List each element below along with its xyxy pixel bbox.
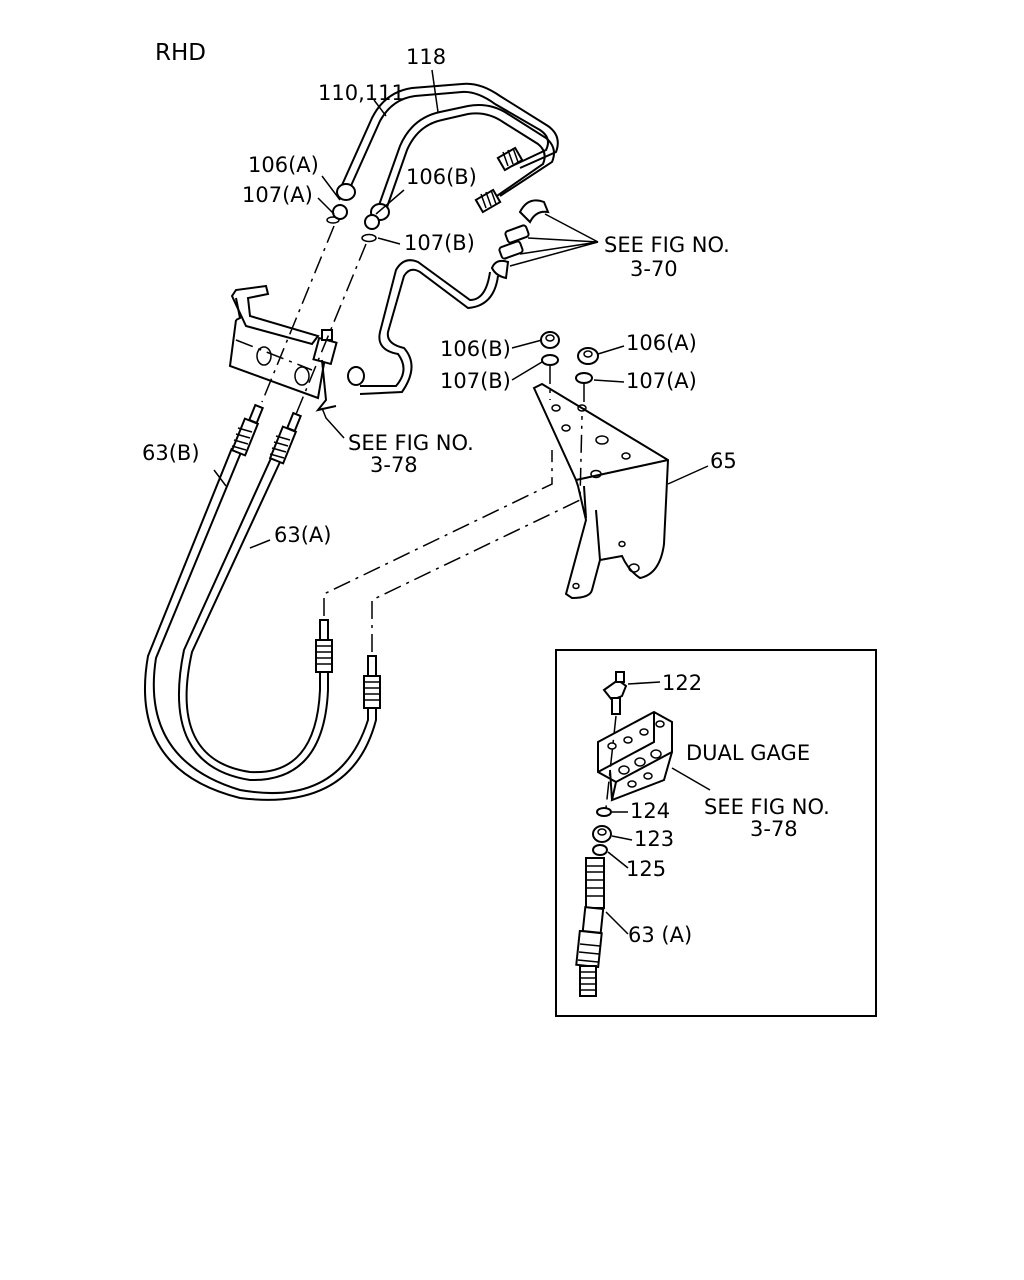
pressure-switch-bracket (228, 284, 365, 412)
hose-63a-lower-end (315, 619, 333, 673)
tube-switch-line (360, 259, 491, 387)
label-122: 122 (662, 671, 702, 695)
label-124: 124 (630, 799, 670, 823)
label-63a: 63(A) (274, 523, 331, 547)
tube-assembly (336, 82, 559, 221)
diagram-title: RHD (155, 40, 206, 66)
label-107a-top: 107(A) (242, 183, 313, 207)
label-118: 118 (406, 45, 446, 69)
fitting-106b-upper (361, 214, 380, 243)
nut-106a-mid (577, 347, 599, 365)
label-107b-top: 107(B) (404, 231, 475, 255)
inset-frame (555, 649, 877, 1017)
label-63a-inset: 63 (A) (628, 923, 692, 947)
label-123: 123 (634, 827, 674, 851)
nut-106b-mid (540, 331, 560, 349)
label-63b: 63(B) (142, 441, 200, 465)
hose-63a (177, 455, 329, 782)
label-see-fig-3-78-line2: 3-78 (370, 453, 418, 477)
washer-107a-mid (575, 372, 593, 384)
nut-123 (592, 825, 612, 843)
label-see-fig-3-70-line1: SEE FIG NO. (604, 233, 730, 257)
label-106b-mid: 106(B) (440, 337, 511, 361)
centerline-hose-b (371, 415, 583, 652)
label-107a-mid: 107(A) (626, 369, 697, 393)
hose-63b (144, 447, 377, 801)
label-dual-gage: DUAL GAGE (686, 741, 810, 765)
label-110-111: 110,111 (318, 81, 405, 105)
label-65: 65 (710, 449, 737, 473)
elbow-fittings-3-70 (490, 199, 599, 280)
label-see-fig-3-70-line2: 3-70 (630, 257, 678, 281)
washer-107b-mid (541, 354, 559, 366)
inset-dual-gage: 122 DUAL GAGE SEE FIG NO. 3-78 124 123 1… (555, 649, 877, 1017)
hose-63a-inset (575, 857, 629, 997)
fitting-122 (602, 671, 661, 715)
label-106a-top: 106(A) (248, 153, 319, 177)
dual-gage-bracket (597, 710, 711, 802)
label-inset-see-fig-line2: 3-78 (750, 817, 798, 841)
leader-lines (213, 69, 625, 549)
label-106a-mid: 106(A) (626, 331, 697, 355)
label-106b-top: 106(B) (406, 165, 477, 189)
label-125: 125 (626, 857, 666, 881)
centerline-106a (261, 225, 335, 403)
labels: 118 110,111 106(A) 107(A) 106(B) 107(B) … (142, 45, 737, 547)
hose-63b-upper-end (230, 403, 265, 457)
centerline-hose-a (323, 450, 553, 616)
bracket-65 (532, 382, 709, 600)
hose-63b-lower-end (363, 655, 381, 709)
hose-63a-upper-end (268, 411, 303, 465)
label-inset-see-fig-line1: SEE FIG NO. (704, 795, 830, 819)
label-see-fig-3-78-line1: SEE FIG NO. (348, 431, 474, 455)
fitting-106a-upper (326, 204, 348, 224)
washer-125 (592, 844, 608, 856)
tube-fitting-lower (474, 188, 502, 214)
label-107b-mid: 107(B) (440, 369, 511, 393)
tube-fitting-upper (496, 146, 524, 172)
washer-124 (596, 807, 612, 817)
